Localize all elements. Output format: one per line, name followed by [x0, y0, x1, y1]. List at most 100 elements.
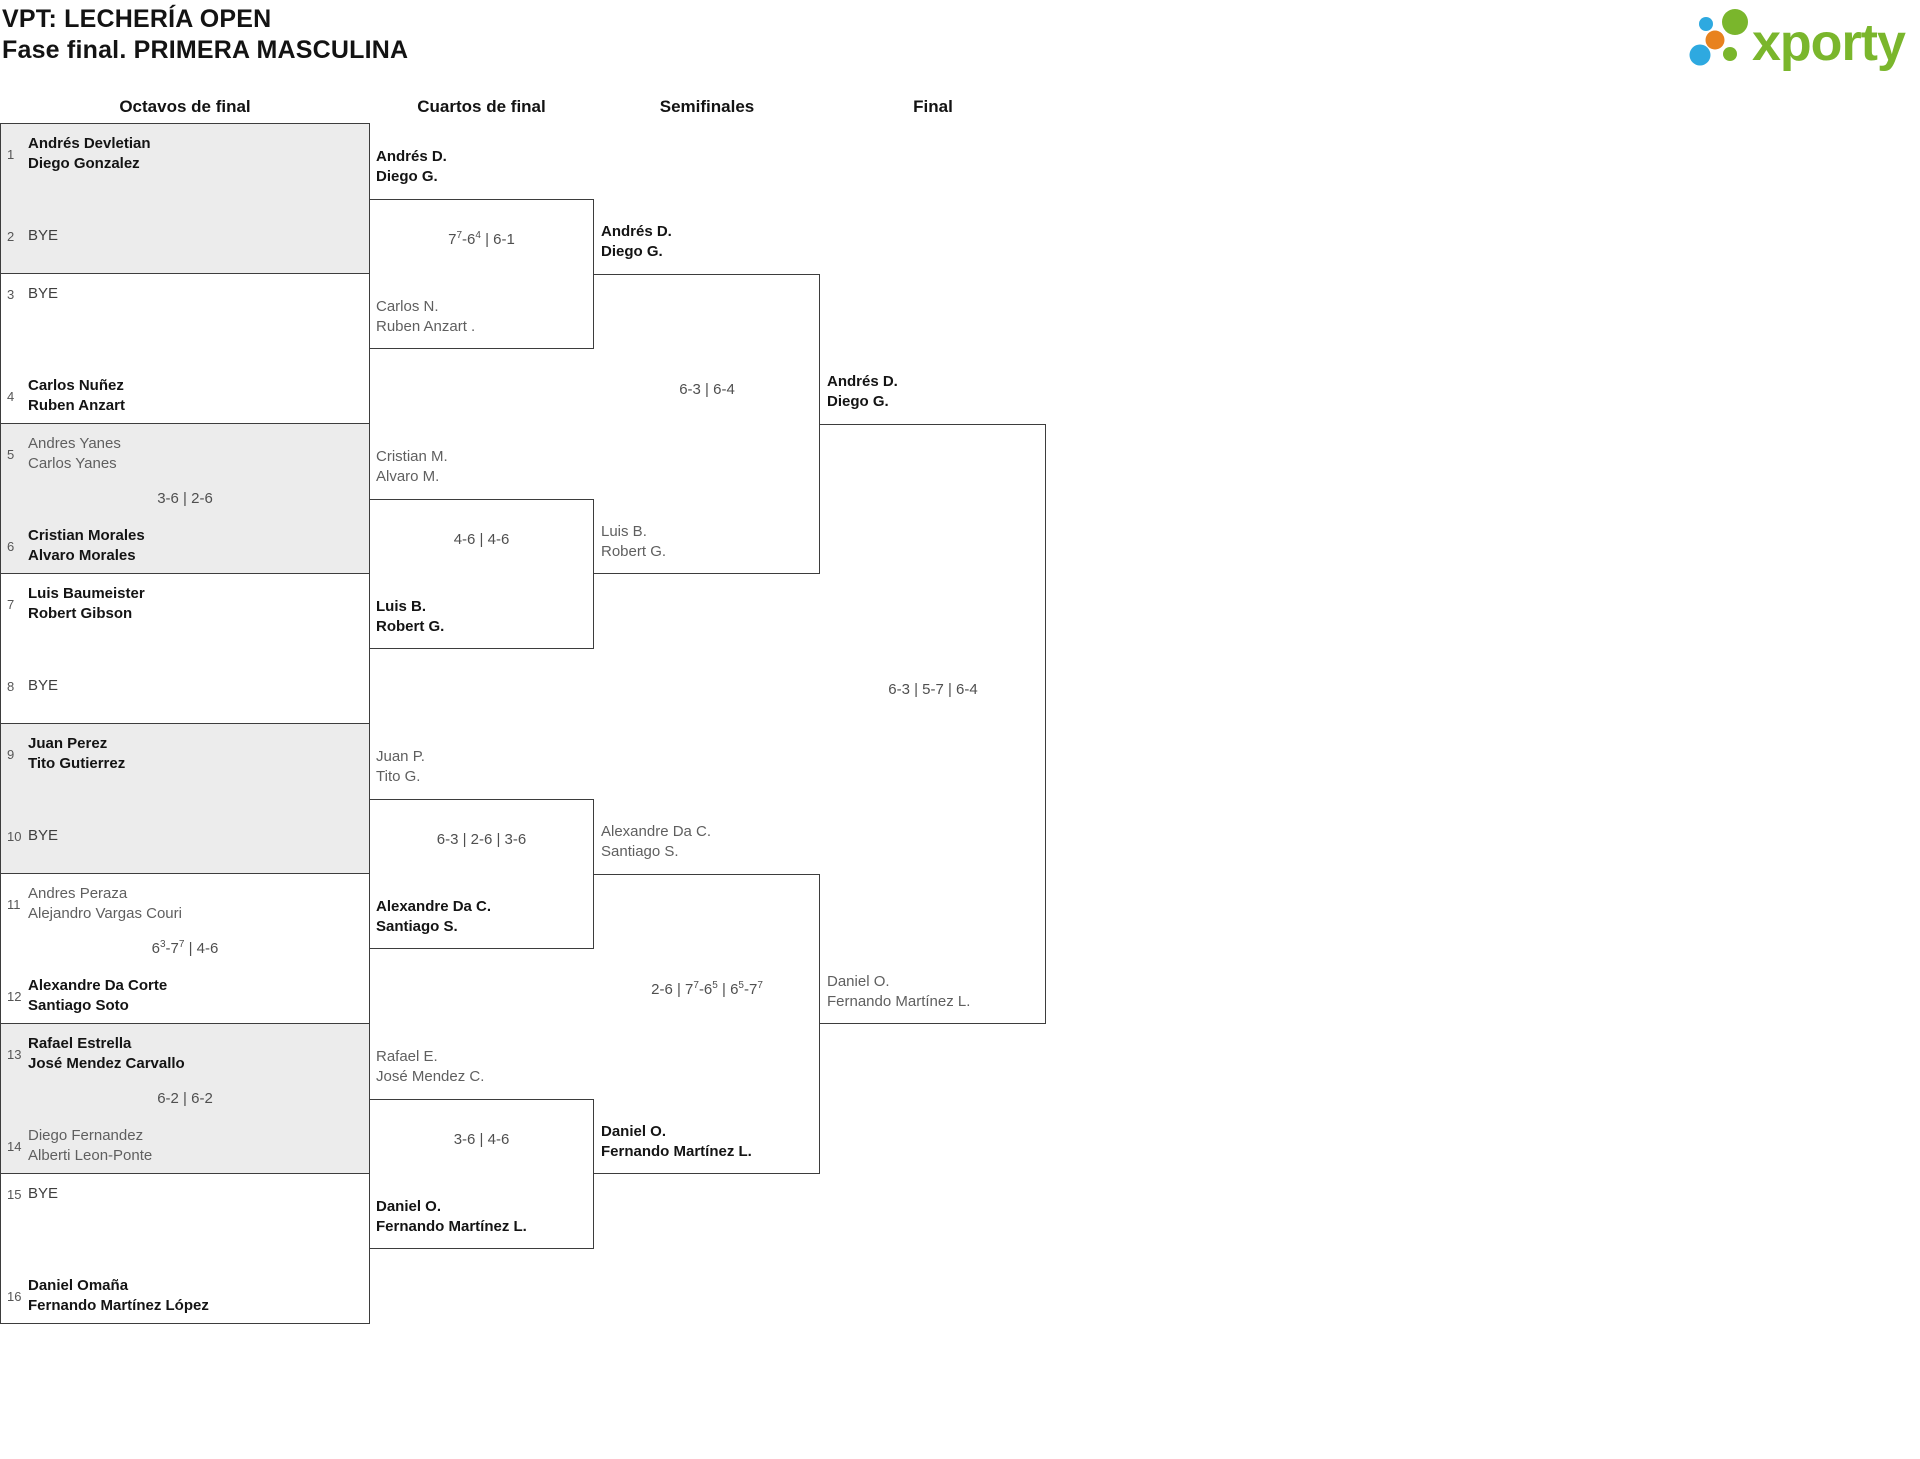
sf-entrant: Andrés D. Diego G. [594, 222, 672, 262]
entrant-name: Daniel O. [601, 1122, 667, 1140]
entrant-name: Cristian M. [376, 447, 448, 465]
page-title: VPT: LECHERÍA OPEN Fase final. PRIMERA M… [2, 4, 408, 66]
match-score: 6-3 | 5-7 | 6-4 [888, 680, 978, 698]
seed-number: 4 [7, 388, 15, 404]
sf-entrant: Luis B. Robert G. [594, 522, 666, 562]
entrant-names: BYE [28, 1184, 58, 1204]
qf-match-box [369, 198, 594, 349]
round-header-final: Final [913, 97, 953, 116]
entrant-names: Daniel O. Fernando Martínez L. [376, 1197, 527, 1237]
final-entrant: Andrés D.Diego G. [820, 372, 898, 412]
entrant-name: Daniel Omaña [28, 1277, 129, 1294]
qf-entrant: Rafael E.José Mendez C. [369, 1047, 484, 1087]
seed-number: 12 [7, 988, 22, 1004]
r16-match-box [0, 1023, 370, 1174]
entrant-name: Santiago S. [601, 842, 679, 860]
entrant-name: Alexandre Da Corte [28, 977, 168, 994]
entrant-name: Diego Gonzalez [28, 155, 140, 172]
entrant-name: Andrés Devletian [28, 135, 151, 152]
entrant-name: Diego G. [601, 242, 663, 260]
entrant-name: Robert G. [376, 617, 445, 635]
match-score: 2-6 | 77-65 | 65-77 [651, 979, 763, 998]
round-header-octavos: Octavos de final [119, 97, 251, 116]
qf-entrant: Daniel O. Fernando Martínez L. [369, 1197, 527, 1237]
entrant-names: Alexandre Da C.Santiago S. [376, 897, 491, 937]
seed-number: 8 [7, 678, 15, 694]
r16-entrant: 15 BYE [0, 1184, 58, 1204]
entrant-name: Robert G. [601, 542, 667, 560]
bye-label: BYE [28, 677, 59, 694]
seed-number: 3 [7, 286, 15, 302]
entrant-name: Luis B. [601, 522, 647, 540]
r16-match-box [0, 873, 370, 1024]
qf-match-box [369, 798, 594, 949]
match-score: 6-3 | 6-4 [679, 380, 735, 398]
entrant-name: Luis B. [376, 597, 427, 615]
r16-entrant: 8 BYE [0, 676, 58, 696]
bye-label: BYE [28, 285, 59, 302]
match-score: 63-77 | 4-6 [151, 938, 219, 957]
entrant-name: Daniel O. [827, 972, 890, 990]
round-header-cuartos: Cuartos de final [417, 97, 546, 116]
sf-match-box [594, 273, 820, 574]
logo-dot-green-large [1722, 9, 1748, 35]
qf-entrant: Cristian M.Alvaro M. [369, 447, 448, 487]
entrant-name: Fernando Martínez L. [376, 1217, 527, 1235]
entrant-name: Daniel O. [376, 1197, 442, 1215]
entrant-name: Fernando Martínez López [28, 1297, 209, 1314]
seed-number: 13 [7, 1046, 22, 1062]
entrant-names: Alexandre Da C.Santiago S. [601, 822, 711, 862]
r16-entrant: 2 BYE [0, 226, 58, 246]
logo-dot-blue-large [1689, 44, 1711, 66]
qf-entrant: Luis B. Robert G. [369, 597, 444, 637]
entrant-name: Tito G. [376, 767, 421, 785]
bye-label: BYE [28, 827, 59, 844]
bye-label: BYE [28, 227, 59, 244]
entrant-names: Andrés D. Diego G. [376, 147, 447, 187]
entrant-name: Andrés D. [601, 222, 672, 240]
entrant-names: BYE [28, 226, 58, 246]
entrant-name: Diego G. [376, 167, 438, 185]
entrant-name: Andres Peraza [28, 885, 128, 902]
match-score: 6-3 | 2-6 | 3-6 [436, 830, 527, 848]
entrant-name: Santiago Soto [28, 997, 129, 1014]
entrant-name: Tito Gutierrez [28, 755, 126, 772]
seed-number: 2 [7, 228, 15, 244]
qf-match-box [369, 498, 594, 649]
qf-entrant: Andrés D. Diego G. [369, 147, 447, 187]
logo-wordmark: xporty [1752, 14, 1906, 72]
entrant-name: Rafael E. [376, 1047, 438, 1065]
entrant-names: BYE [28, 826, 58, 846]
entrant-names: Daniel O.Fernando Martínez L. [827, 972, 970, 1012]
seed-number: 5 [7, 446, 15, 462]
entrant-name: Juan Perez [28, 735, 108, 752]
entrant-name: Robert Gibson [28, 605, 133, 622]
seed-number: 14 [7, 1138, 22, 1154]
entrant-names: Luis B. Robert G. [376, 597, 444, 637]
entrant-name: Ruben Anzart . [376, 317, 476, 335]
bye-label: BYE [28, 1185, 59, 1202]
logo-dot-blue-small [1699, 17, 1713, 31]
final-match-box [820, 423, 1046, 1024]
seed-number: 7 [7, 596, 15, 612]
seed-number: 15 [7, 1186, 22, 1202]
match-score: 77-64 | 6-1 [448, 229, 515, 248]
entrant-name: Andrés D. [376, 147, 447, 165]
r16-match-box [0, 123, 370, 274]
xporty-logo[interactable]: xporty [1688, 2, 1918, 74]
entrant-name: Cristian Morales [28, 527, 145, 544]
